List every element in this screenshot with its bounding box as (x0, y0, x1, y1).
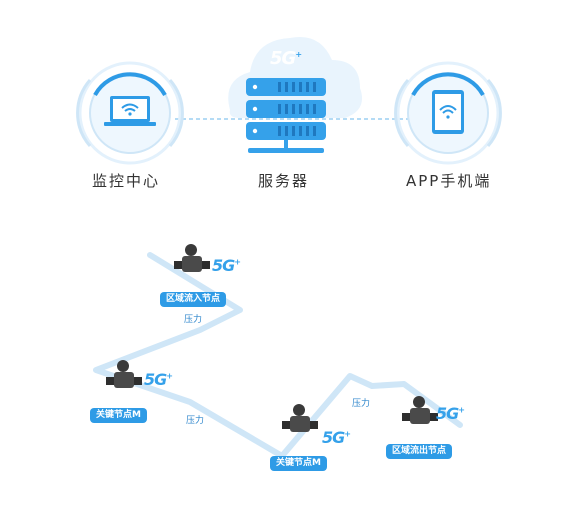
node-label: 关键节点M (270, 456, 327, 471)
app-tablet-icon (394, 61, 502, 165)
pressure-label: 压力 (184, 315, 203, 325)
node-5g-badge: 5G+ (144, 370, 173, 389)
app-label: APP手机端 (406, 172, 492, 190)
pipe-line (93, 252, 463, 459)
server-label: 服务器 (258, 172, 310, 190)
pressure-label: 压力 (352, 399, 371, 409)
node-label: 区域流入节点 (160, 292, 227, 307)
cloud-server-icon (228, 36, 363, 153)
node-label: 区域流出节点 (386, 444, 453, 459)
node-5g-badge: 5G+ (322, 428, 351, 447)
node-5g-badge: 5G+ (436, 404, 465, 423)
pressure-label: 压力 (186, 416, 205, 426)
pipeline-diagram (93, 244, 463, 459)
valve-meter-icon (402, 396, 438, 424)
monitor-center-icon (76, 61, 184, 165)
valve-meter-icon (282, 404, 318, 432)
valve-meter-icon (174, 244, 210, 272)
cloud-5g-badge: 5G+ (270, 48, 302, 69)
top-diagram (76, 36, 502, 165)
node-label: 关键节点M (90, 408, 147, 423)
node-5g-badge: 5G+ (212, 256, 241, 275)
monitor-center-label: 监控中心 (92, 172, 161, 190)
valve-meter-icon (106, 360, 142, 388)
